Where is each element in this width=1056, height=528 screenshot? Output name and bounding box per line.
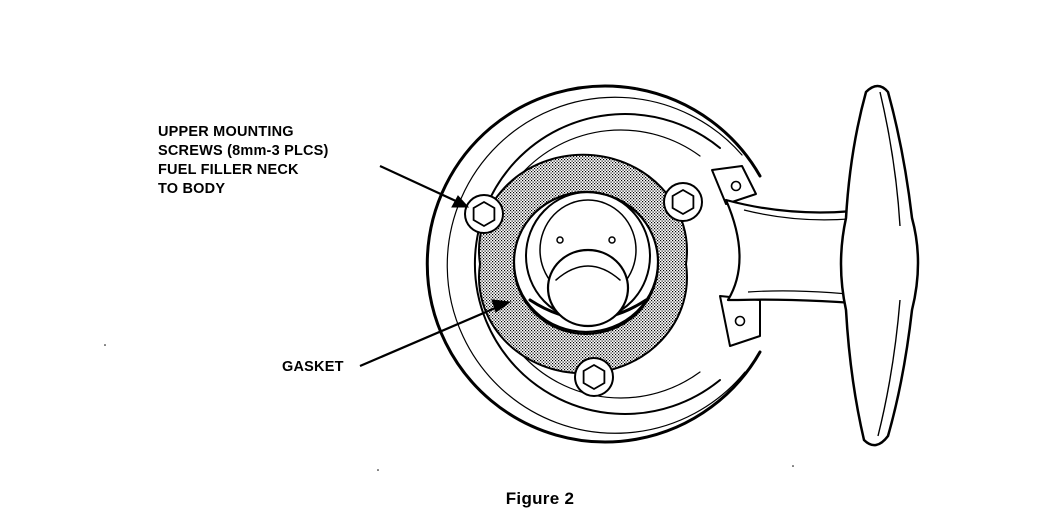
mounting-screw-left bbox=[464, 194, 504, 234]
mounting-screw-bottom bbox=[574, 357, 614, 397]
housing-plate bbox=[425, 84, 762, 444]
hinge-bracket-upper bbox=[711, 165, 757, 205]
callout-line: FUEL FILLER NECK bbox=[158, 162, 299, 178]
upper-mounting-screws-label: UPPER MOUNTING SCREWS (8mm-3 PLCS) FUEL … bbox=[158, 123, 329, 199]
callout-line: SCREWS (8mm-3 PLCS) bbox=[158, 143, 329, 159]
figure-caption: Figure 2 bbox=[505, 489, 575, 508]
mounting-screw-right bbox=[663, 182, 703, 222]
callout-line: TO BODY bbox=[158, 181, 226, 197]
filler-neck bbox=[512, 190, 660, 334]
leader-arrow-gasket bbox=[359, 299, 512, 368]
gasket-label: GASKET bbox=[282, 359, 344, 375]
leader-arrow-screws bbox=[379, 165, 470, 208]
scan-specks bbox=[104, 344, 794, 471]
hinge-bracket-lower bbox=[719, 295, 761, 347]
fuel-door bbox=[839, 84, 920, 447]
callout-line: UPPER MOUNTING bbox=[158, 124, 294, 140]
